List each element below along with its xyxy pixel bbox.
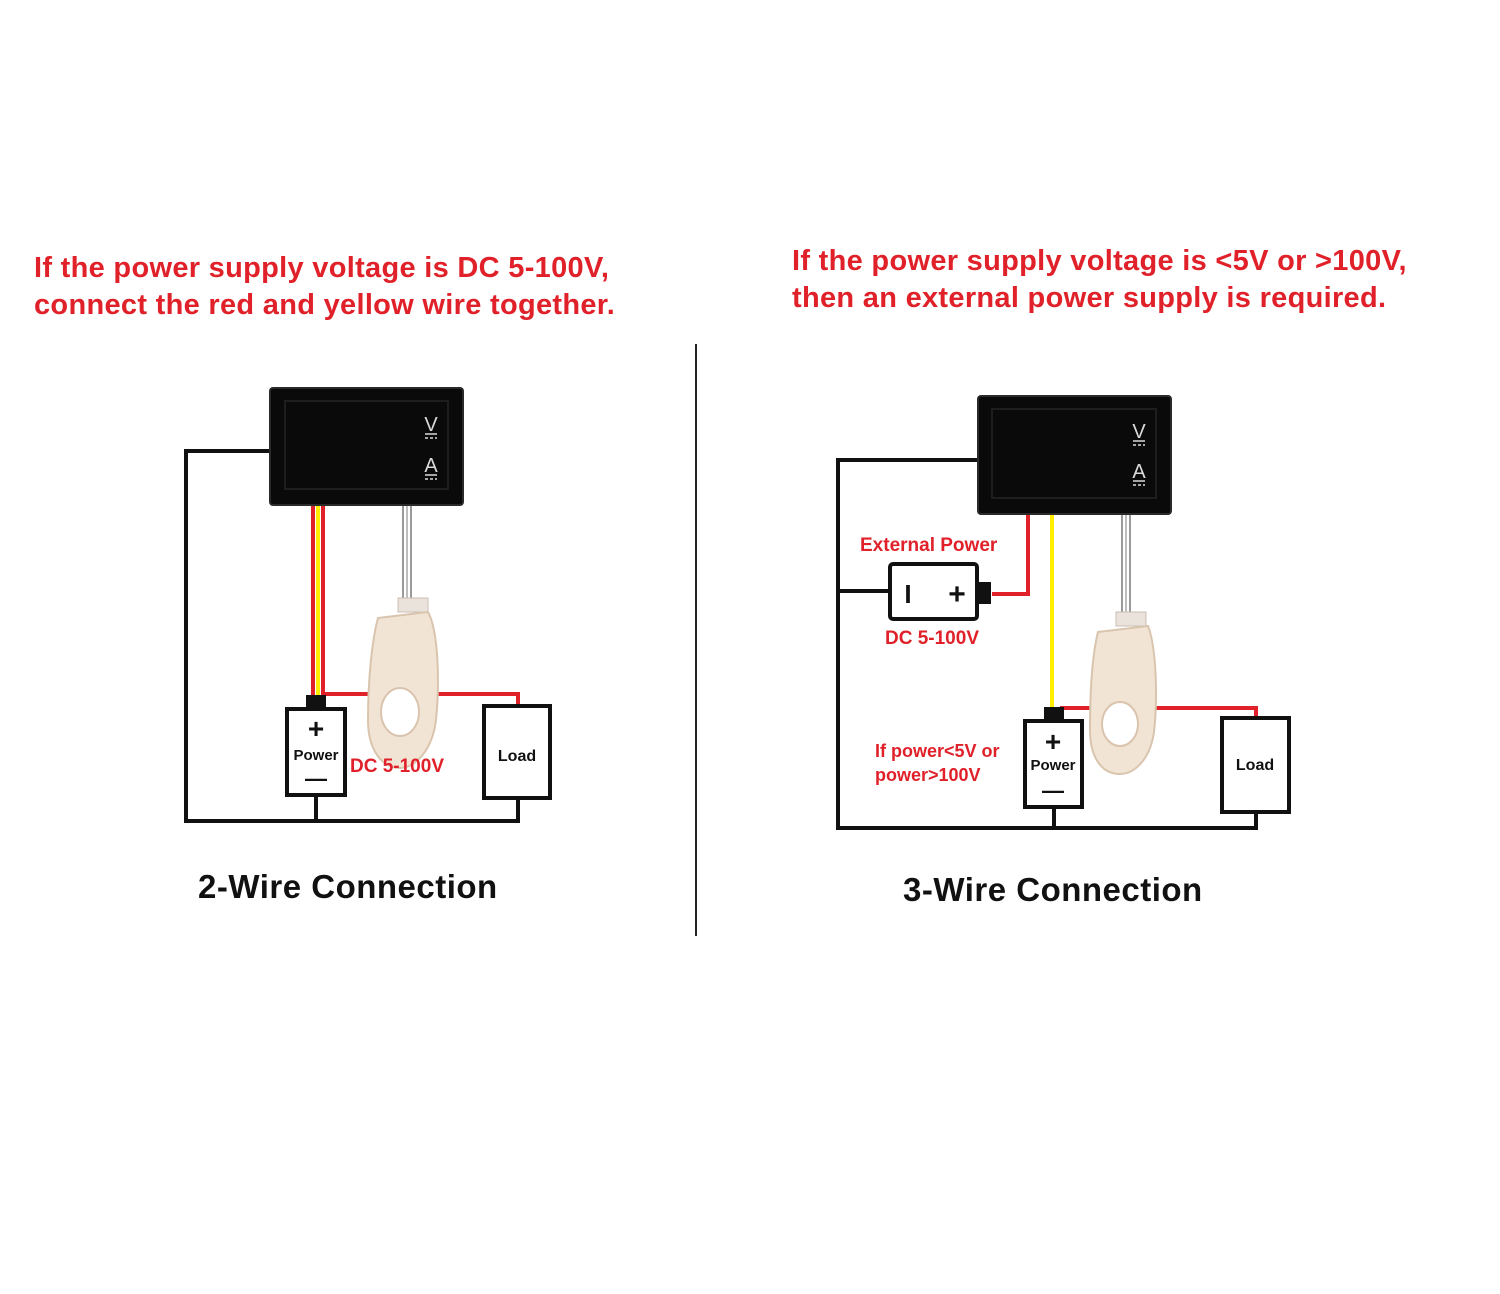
left-load-label: Load xyxy=(498,748,536,765)
right-instruction-line-2: then an external power supply is require… xyxy=(792,282,1387,314)
right-meter: V A xyxy=(977,395,1172,515)
right-power-source: + Power — xyxy=(1023,707,1084,809)
right-caption: 3-Wire Connection xyxy=(903,871,1203,908)
left-caption: 2-Wire Connection xyxy=(198,868,498,905)
right-ext-red-wire xyxy=(992,514,1030,596)
right-diagram: V A External Power I + DC 5-100V If powe… xyxy=(836,395,1291,830)
left-meter-amp-symbol: A xyxy=(424,455,438,477)
right-current-sensor xyxy=(1088,624,1157,776)
right-condition-line-1: If power<5V or xyxy=(875,741,1000,761)
external-power-plus: + xyxy=(948,578,966,611)
left-instruction-line-1: If the power supply voltage is DC 5-100V… xyxy=(34,252,610,284)
left-meter: V A xyxy=(269,387,464,506)
right-meter-volt-symbol: V xyxy=(1132,421,1146,443)
external-power-voltage: DC 5-100V xyxy=(885,628,979,649)
left-meter-volt-symbol: V xyxy=(424,414,438,436)
left-diagram: V A + Power — DC 5-100V Load xyxy=(184,387,552,823)
left-instruction-line-2: connect the red and yellow wire together… xyxy=(34,289,616,321)
left-power-label: Power xyxy=(293,747,338,764)
right-sensor-leads xyxy=(1115,514,1147,627)
right-instruction-line-1: If the power supply voltage is <5V or >1… xyxy=(792,245,1407,277)
left-power-plus: + xyxy=(308,713,324,744)
right-load-label: Load xyxy=(1236,757,1274,774)
left-load: Load xyxy=(482,704,552,800)
left-power-minus: — xyxy=(305,766,327,791)
right-meter-amp-symbol: A xyxy=(1132,461,1146,483)
external-power-source: I + xyxy=(888,562,991,621)
external-power-title: External Power xyxy=(860,535,998,556)
right-black-wire xyxy=(836,458,1258,830)
right-instruction: If the power supply voltage is <5V or >1… xyxy=(792,243,1407,317)
right-power-minus: — xyxy=(1042,778,1064,803)
left-sensor-leads xyxy=(397,505,429,613)
right-power-label: Power xyxy=(1030,757,1075,774)
panel-divider xyxy=(695,344,697,936)
external-power-minus: I xyxy=(904,579,911,609)
right-condition-line-2: power>100V xyxy=(875,765,981,785)
left-power-source: + Power — xyxy=(285,695,347,797)
right-power-plus: + xyxy=(1045,726,1061,757)
left-current-sensor xyxy=(366,610,439,770)
left-voltage-label: DC 5-100V xyxy=(350,756,444,777)
right-load: Load xyxy=(1220,716,1291,814)
left-black-wire xyxy=(184,449,520,823)
left-instruction: If the power supply voltage is DC 5-100V… xyxy=(34,250,615,324)
